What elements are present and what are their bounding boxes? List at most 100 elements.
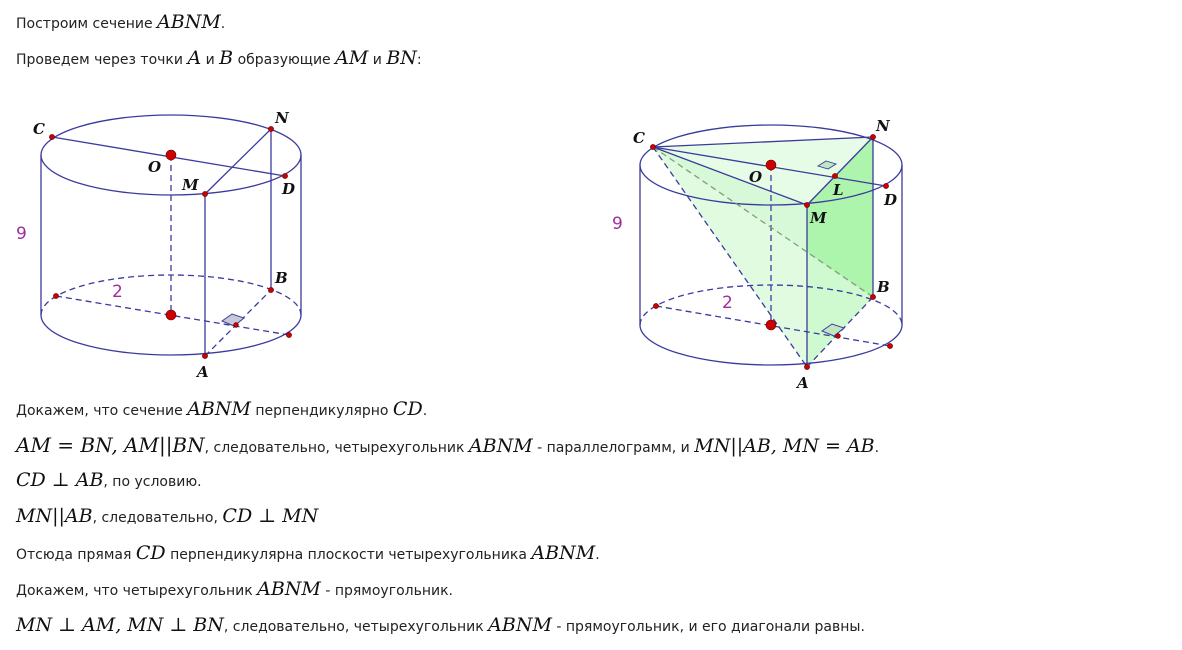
- label-a: A: [795, 374, 809, 392]
- point-m: [804, 202, 810, 208]
- text: .: [595, 547, 600, 563]
- math: CD: [135, 542, 166, 564]
- math: MN||AB, MN = AB: [694, 435, 875, 457]
- point-m: [202, 191, 208, 197]
- point-foot: [233, 322, 239, 328]
- radius-label: 2: [722, 293, 733, 313]
- line-9: MN ⊥ AM, MN ⊥ BN, следовательно, четырех…: [16, 614, 865, 636]
- label-n: N: [875, 117, 891, 135]
- right-angle-bottom: [820, 323, 846, 337]
- point-o-bottom: [165, 309, 177, 321]
- label-o: O: [749, 168, 762, 186]
- math: A: [187, 47, 202, 69]
- text: перпендикулярна плоскости четырехугольни…: [165, 547, 532, 563]
- label-b: B: [274, 269, 288, 287]
- math: ABNM: [531, 542, 596, 564]
- segment-cb: [652, 146, 874, 298]
- point-bottom-left: [53, 293, 59, 299]
- line-5: CD ⊥ AB, по условию.: [16, 469, 202, 491]
- line-6: MN||AB, следовательно, CD ⊥ MN: [16, 505, 318, 527]
- point-a: [804, 364, 810, 370]
- point-b: [268, 287, 274, 293]
- label-b: B: [876, 278, 890, 296]
- math: CD ⊥ AB: [16, 469, 104, 491]
- text: образующие: [233, 52, 336, 68]
- face-cab: [653, 147, 873, 367]
- text: - параллелограмм, и: [532, 440, 695, 456]
- math: MN ⊥ AM, MN ⊥ BN: [16, 614, 224, 636]
- label-n: N: [274, 109, 290, 127]
- point-d: [883, 183, 889, 189]
- math: ABNM: [187, 398, 251, 420]
- bottom-front: [40, 314, 302, 356]
- figure-right: C O L M N D B A 9 2: [612, 117, 903, 392]
- point-c: [49, 134, 55, 140]
- text: Докажем, что четырехугольник: [16, 583, 258, 599]
- point-bottom-right: [286, 332, 292, 338]
- figure-left: C O M N D B A 9 2: [16, 109, 302, 381]
- label-o: O: [148, 158, 161, 176]
- segment-ab: [204, 289, 272, 357]
- point-bottom-left: [653, 303, 659, 309]
- math: CD ⊥ MN: [222, 505, 319, 527]
- line-4: AM = BN, AM||BN, следовательно, четыреху…: [16, 433, 879, 457]
- label-c: C: [633, 129, 645, 147]
- right-angle-top: [816, 160, 838, 170]
- math: CD: [392, 398, 423, 420]
- text: Докажем, что сечение: [16, 403, 188, 419]
- bottom-front: [639, 324, 903, 366]
- segment-ca: [652, 146, 808, 368]
- text: Отсюда прямая: [16, 547, 136, 563]
- text: , следовательно, четырехугольник: [223, 619, 489, 635]
- point-a: [202, 353, 208, 359]
- math: ABNM: [157, 11, 221, 33]
- radius-label: 2: [112, 282, 123, 302]
- point-foot: [835, 333, 841, 339]
- math: MN||AB: [16, 505, 93, 527]
- text: - прямоугольник, и его диагонали равны.: [551, 619, 865, 635]
- text: и: [201, 52, 220, 68]
- text: , по условию.: [103, 474, 202, 490]
- height-label: 9: [612, 214, 623, 234]
- text: :: [416, 52, 422, 68]
- height-label: 9: [16, 224, 27, 244]
- label-l: L: [832, 181, 844, 199]
- segment-mn: [204, 128, 272, 195]
- segment-cm: [652, 146, 808, 206]
- face-cnm: [653, 137, 873, 205]
- math: BN: [386, 47, 417, 69]
- text: .: [220, 16, 226, 32]
- point-o: [765, 159, 777, 171]
- math: ABNM: [488, 614, 552, 636]
- text: .: [422, 403, 428, 419]
- label-m: M: [809, 209, 827, 227]
- point-c: [650, 144, 656, 150]
- point-n: [268, 126, 274, 132]
- math: ABNM: [468, 435, 533, 457]
- text: , следовательно,: [92, 510, 223, 526]
- right-angle-mark: [220, 313, 246, 327]
- point-o: [165, 149, 177, 161]
- text: Построим сечение: [16, 16, 158, 32]
- line-7: Отсюда прямая CD перпендикулярна плоскос…: [16, 542, 600, 564]
- label-d: D: [281, 180, 295, 198]
- label-c: C: [33, 120, 45, 138]
- label-d: D: [883, 191, 897, 209]
- segment-ab: [806, 296, 874, 368]
- text: , следовательно, четырехугольник: [204, 440, 469, 456]
- math: B: [219, 47, 234, 69]
- point-bottom-right: [887, 343, 893, 349]
- line-1: Построим сечение ABNM.: [16, 11, 225, 33]
- text: .: [874, 440, 880, 456]
- line-8: Докажем, что четырехугольник ABNM - прям…: [16, 578, 453, 600]
- segment-mn: [806, 136, 874, 206]
- line-2: Проведем через точки A и B образующие AM…: [16, 47, 422, 69]
- line-3: Докажем, что сечение ABNM перпендикулярн…: [16, 398, 427, 420]
- point-l: [832, 173, 838, 179]
- text: - прямоугольник.: [320, 583, 453, 599]
- point-n: [870, 134, 876, 140]
- math: ABNM: [257, 578, 321, 600]
- point-o-bottom: [765, 319, 777, 331]
- segment-cn: [652, 136, 874, 148]
- point-b: [870, 294, 876, 300]
